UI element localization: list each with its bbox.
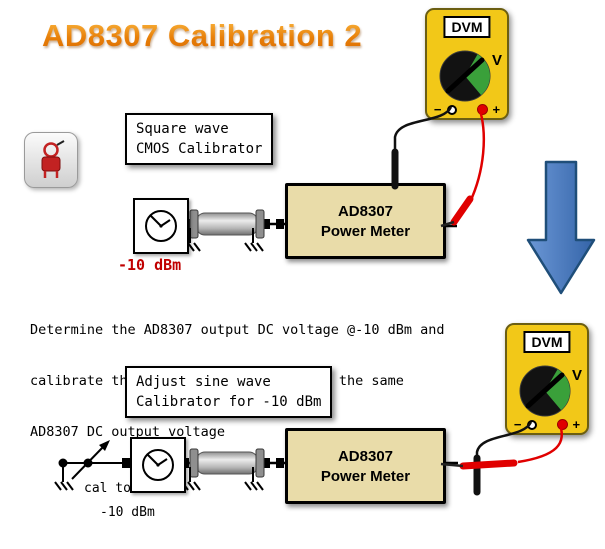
dvm-top-label: DVM	[443, 16, 491, 38]
minus-terminal-icon	[446, 104, 457, 115]
logo-icon	[24, 132, 78, 188]
logo-graphic	[41, 140, 65, 178]
coax-cable-top	[189, 209, 265, 239]
sine-wave-calibrator-label: Adjust sine wave Calibrator for -10 dBm	[125, 366, 333, 418]
dvm-top-dial	[439, 50, 491, 102]
clock-icon	[145, 210, 177, 242]
top-connector-blocks	[184, 219, 284, 229]
power-meter-top-line1: AD8307	[337, 202, 394, 220]
cal-label-line1: cal to	[84, 481, 131, 496]
plus-sign: +	[492, 102, 501, 117]
dvm-top-volts-label: V	[491, 52, 502, 69]
dvm-bottom-volts-label: V	[571, 367, 582, 384]
red-probe-top	[440, 106, 486, 228]
square-wave-calibrator-line2: CMOS Calibrator	[136, 141, 263, 157]
dvm-top: DVM V − +	[425, 8, 509, 120]
signal-generator-bottom	[130, 437, 186, 493]
dvm-bottom-label: DVM	[523, 331, 571, 353]
plus-terminal-icon	[556, 419, 568, 430]
dvm-top-terminals: − +	[427, 103, 507, 116]
power-meter-bottom-line2: Power Meter	[320, 467, 411, 485]
description-line-3: AD8307 DC output voltage	[30, 424, 226, 440]
dvm-bottom: DVM V − +	[505, 323, 589, 435]
plus-terminal-icon	[476, 104, 488, 115]
dvm-bottom-terminals: − +	[507, 418, 587, 431]
cal-label: cal to -10 dBm	[84, 481, 155, 520]
plus-sign: +	[572, 417, 581, 432]
cal-label-line2: -10 dBm	[100, 505, 155, 520]
square-wave-calibrator-line1: Square wave	[136, 121, 229, 137]
level-label: -10 dBm	[118, 256, 182, 274]
minus-sign: −	[513, 417, 522, 432]
sine-wave-calibrator-line2: Calibrator for -10 dBm	[136, 394, 322, 410]
sine-wave-calibrator-line1: Adjust sine wave	[136, 374, 271, 390]
down-arrow	[526, 160, 596, 295]
page-title: AD8307 Calibration 2	[42, 18, 363, 53]
square-wave-calibrator-label: Square wave CMOS Calibrator	[125, 113, 274, 165]
signal-generator-top	[133, 198, 189, 254]
power-meter-top-line2: Power Meter	[320, 222, 411, 240]
ground-symbols-top	[181, 227, 264, 252]
power-meter-bottom: AD8307 Power Meter	[285, 428, 446, 504]
dvm-bottom-dial	[519, 365, 571, 417]
power-meter-bottom-line1: AD8307	[337, 447, 394, 465]
power-meter-top: AD8307 Power Meter	[285, 183, 446, 259]
minus-terminal-icon	[526, 419, 537, 430]
description-line-1: Determine the AD8307 output DC voltage @…	[30, 322, 445, 338]
minus-sign: −	[433, 102, 442, 117]
clock-icon	[142, 449, 174, 481]
